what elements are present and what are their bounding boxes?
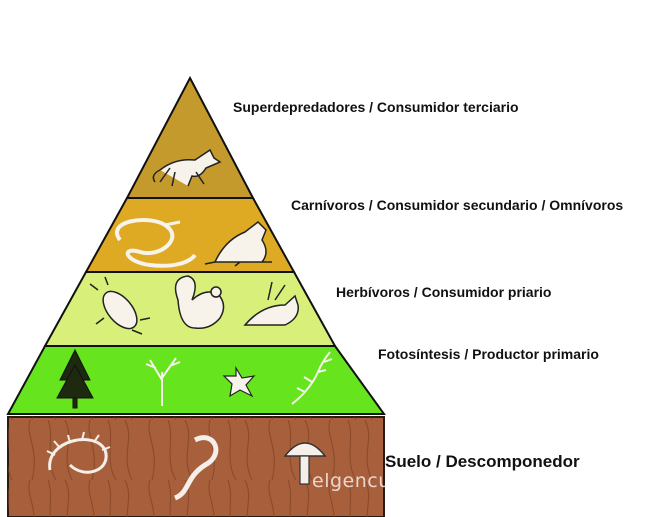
label-carnivores: Carnívoros / Consumidor secundario / Omn… <box>291 197 624 213</box>
mushroom-icon <box>283 442 327 485</box>
worm-icon <box>173 435 219 501</box>
pyramid <box>6 75 386 415</box>
soil-layer <box>7 416 385 517</box>
beetle-icon <box>89 276 151 335</box>
fox-icon <box>152 148 222 187</box>
watermark-text: elgencurioso.com <box>312 470 488 492</box>
layer-producers <box>6 345 386 415</box>
snake-icon <box>115 218 197 268</box>
flower-icon <box>222 365 256 398</box>
label-soil: Suelo / Descomponedor <box>385 452 580 471</box>
label-superpredators: Superdepredadores / Consumidor terciario <box>233 99 519 115</box>
squirrel-icon <box>174 275 225 330</box>
frog-icon <box>204 221 272 267</box>
bare-tree-icon <box>145 357 181 406</box>
centipede-icon <box>46 431 111 474</box>
label-producers: Fotosíntesis / Productor primario <box>378 346 599 362</box>
label-herbivores: Herbívoros / Consumidor priario <box>336 284 552 300</box>
weed-icon <box>291 351 333 405</box>
bird-icon <box>243 281 299 326</box>
conifer-tree-icon <box>56 348 94 409</box>
